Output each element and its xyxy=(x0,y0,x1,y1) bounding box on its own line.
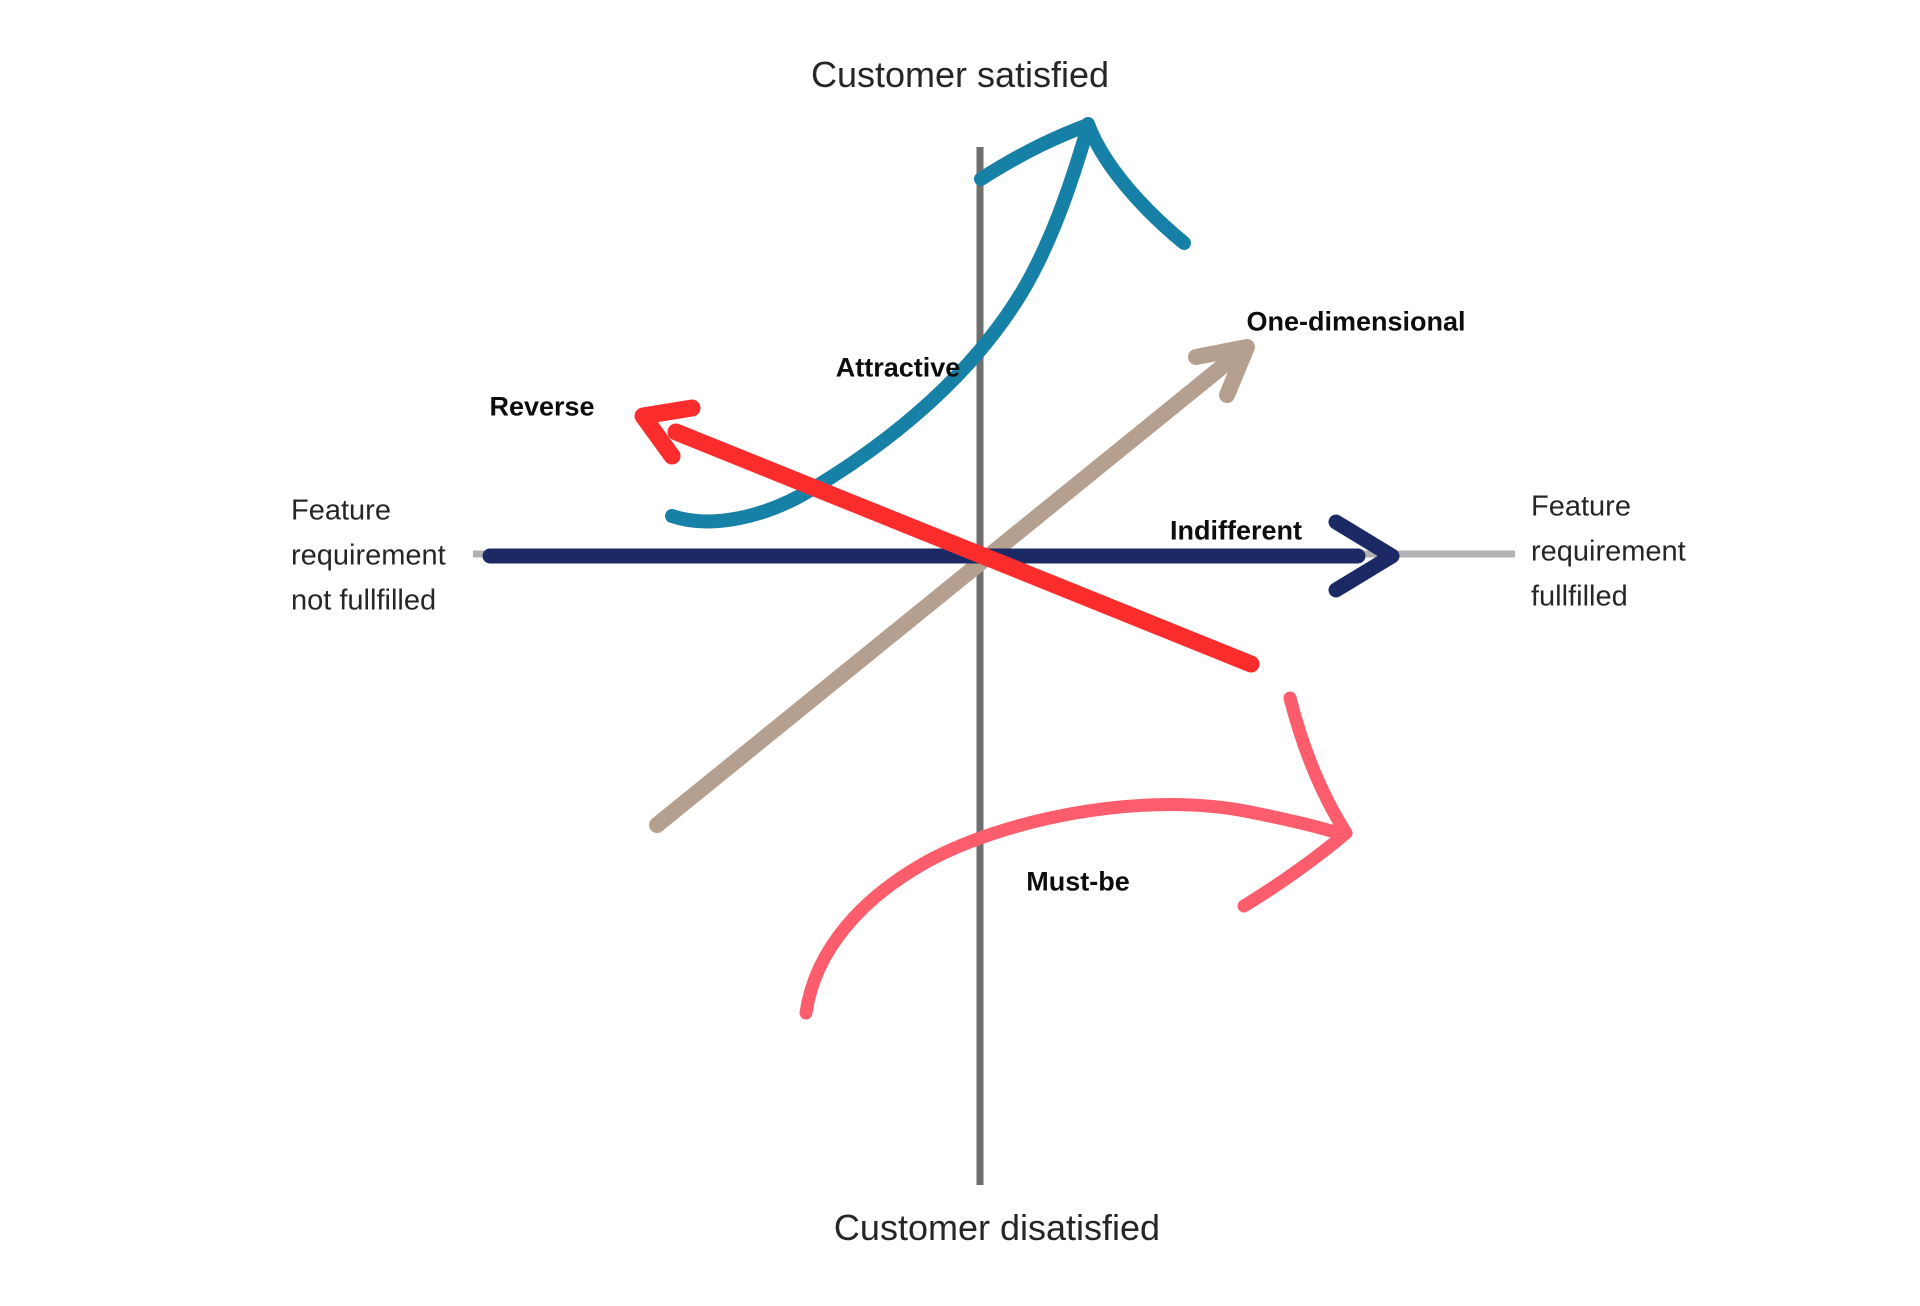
attractive-curve-group xyxy=(665,117,1191,529)
reverse-arrow xyxy=(634,399,1260,673)
one-dimensional-arrowhead xyxy=(1188,339,1255,403)
must-be-curve xyxy=(799,798,1345,1020)
indifferent-label: Indifferent xyxy=(1170,515,1302,546)
x-axis-left-label: Feature requirement not fullfilled xyxy=(291,494,446,617)
reverse-line xyxy=(667,423,1260,673)
must-be-label: Must-be xyxy=(1026,866,1130,897)
y-axis-bottom-label: Customer disatisfied xyxy=(833,1207,1161,1248)
one-dimensional-label: One-dimensional xyxy=(1246,306,1466,337)
attractive-arrowhead-right-tail xyxy=(1081,117,1191,250)
must-be-curve-group xyxy=(799,691,1353,1020)
reverse-label: Reverse xyxy=(489,391,595,422)
indifferent-arrowhead xyxy=(1328,514,1400,598)
y-axis-top-label: Customer satisfied xyxy=(810,54,1110,95)
reverse-arrowhead xyxy=(634,399,701,465)
must-be-arrowhead-lower-barb xyxy=(1237,826,1353,913)
x-axis-right-label: Feature requirement fullfilled xyxy=(1531,490,1686,613)
attractive-label: Attractive xyxy=(835,352,961,383)
must-be-arrowhead-upper-barb xyxy=(1283,691,1353,840)
one-dimensional-line xyxy=(649,354,1236,833)
attractive-arrowhead-left-barb xyxy=(974,118,1095,186)
one-dimensional-arrow xyxy=(649,339,1255,833)
indifferent-arrow xyxy=(482,514,1400,598)
attractive-curve xyxy=(665,123,1094,529)
